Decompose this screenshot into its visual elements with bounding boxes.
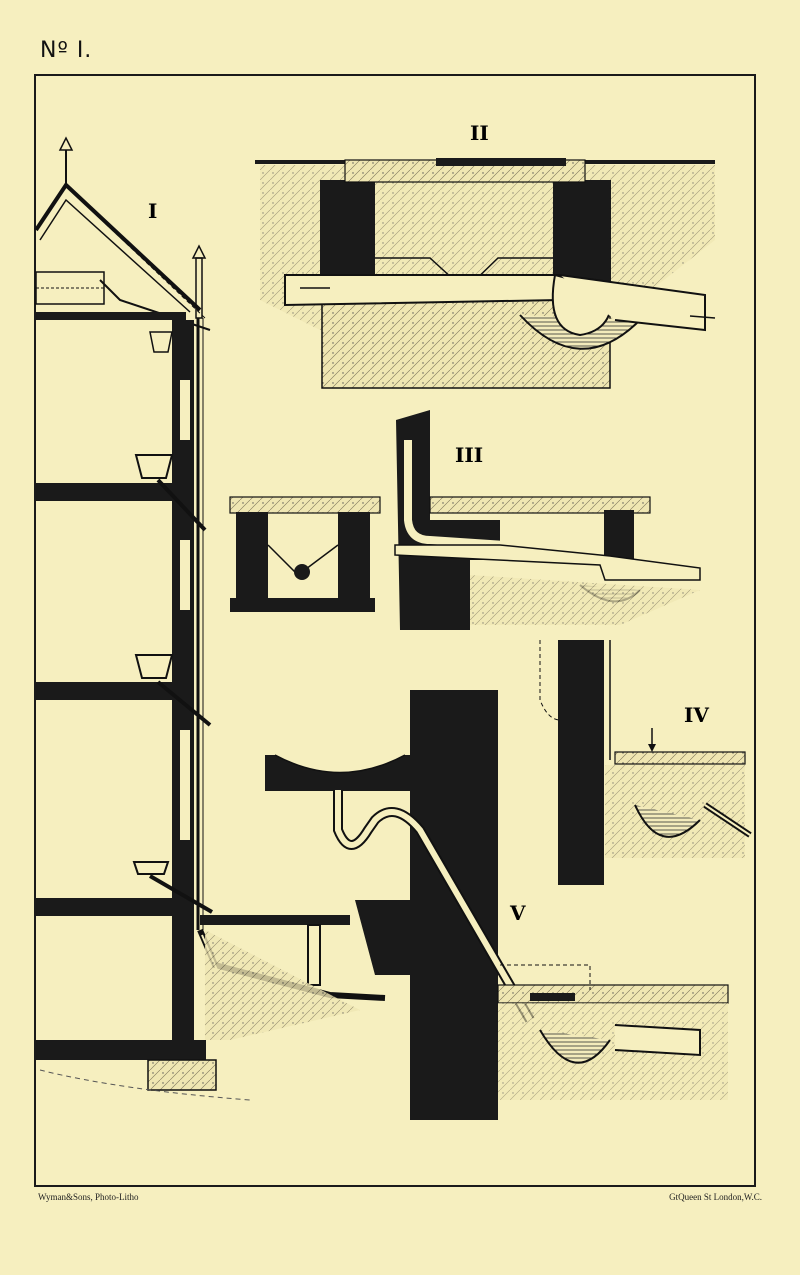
imprint-left: Wyman&Sons, Photo-Litho xyxy=(38,1192,139,1202)
imprint-right: GtQueen St London,W.C. xyxy=(669,1192,762,1202)
figure-v-label: V xyxy=(509,901,526,925)
figure-iv-label: IV xyxy=(684,703,709,727)
sink-ground xyxy=(132,861,170,875)
figure-ii-label: II xyxy=(470,121,489,145)
wc-upper xyxy=(149,331,173,353)
figure-iv-trap xyxy=(539,640,752,885)
figure-i-label: I xyxy=(148,199,157,223)
figure-iii-label: III xyxy=(455,443,483,467)
figure-ii-gully-section xyxy=(255,158,716,389)
figure-i-house-section xyxy=(34,136,386,1101)
wc-first xyxy=(134,454,174,479)
plate-number: Nº I. xyxy=(40,38,93,63)
wc-second xyxy=(134,654,174,679)
figure-v-sink-trap xyxy=(265,690,729,1120)
plate-frame xyxy=(34,74,756,1187)
figure-iii-sections xyxy=(229,410,701,630)
